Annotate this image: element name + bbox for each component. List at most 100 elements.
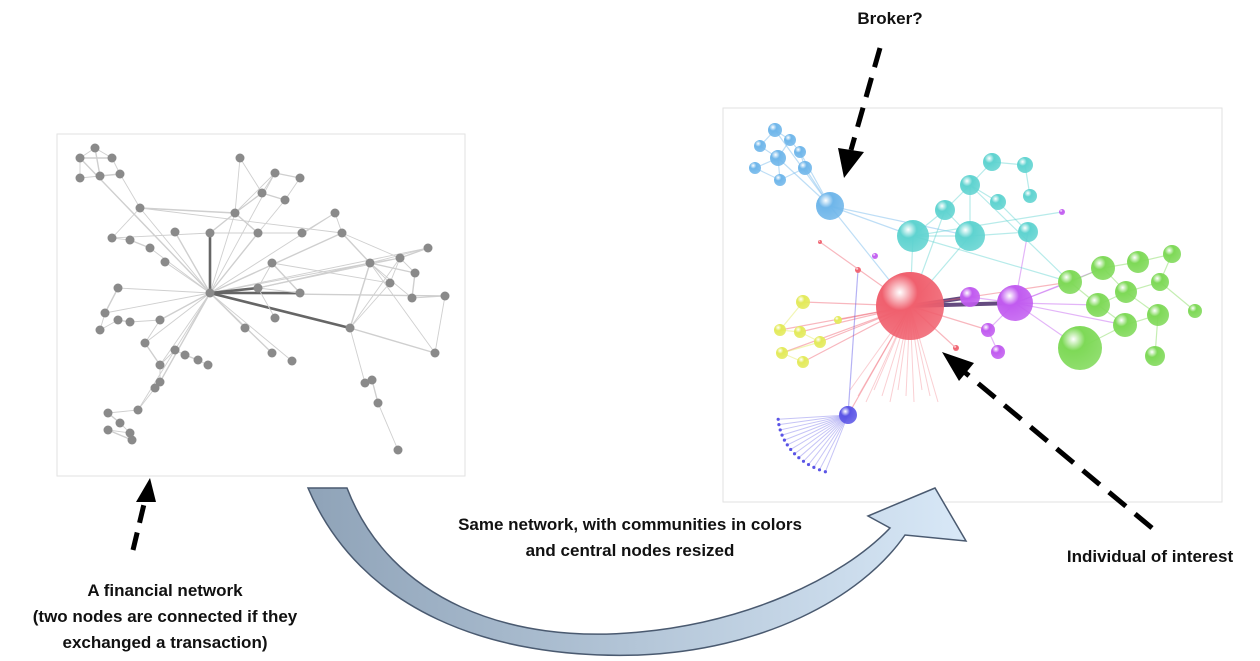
plain-node: [345, 323, 355, 333]
colored-node: [780, 433, 784, 437]
colored-node: [1113, 313, 1137, 337]
plain-edge: [234, 212, 259, 234]
plain-node: [170, 227, 180, 237]
plain-edge: [209, 291, 351, 330]
plain-node: [270, 168, 280, 178]
colored-node: [981, 323, 995, 337]
colored-node: [1023, 189, 1037, 203]
plain-edge: [139, 207, 211, 294]
colored-node: [818, 240, 822, 244]
plain-edge: [341, 232, 371, 264]
colored-node: [798, 161, 812, 175]
plain-node: [95, 325, 105, 335]
colored-node: [806, 462, 811, 467]
plain-edge: [209, 232, 259, 294]
broker-pointer-arrow: [838, 47, 883, 178]
colored-edge: [781, 341, 821, 354]
plain-node: [127, 435, 137, 445]
colored-edge: [784, 414, 849, 441]
individual-label-text: Individual of interest: [1066, 547, 1234, 566]
plain-edge: [209, 212, 236, 234]
plain-node: [235, 153, 245, 163]
plain-edge: [257, 287, 301, 294]
colored-node: [897, 220, 929, 252]
colored-node: [778, 428, 782, 432]
plain-node: [205, 288, 215, 298]
plain-node: [270, 313, 280, 323]
colored-edge: [847, 269, 859, 416]
colored-node: [770, 150, 786, 166]
colored-edge: [819, 414, 849, 471]
plain-edge: [257, 262, 273, 289]
plain-node: [287, 356, 297, 366]
plain-edge: [117, 287, 211, 294]
plain-node: [203, 360, 213, 370]
plain-edge: [234, 157, 241, 214]
plain-edge: [94, 147, 101, 177]
colored-edge: [780, 414, 849, 431]
plain-node: [410, 268, 420, 278]
plain-node: [385, 278, 395, 288]
colored-edge: [781, 414, 849, 436]
plain-node: [103, 408, 113, 418]
colored-node: [792, 452, 797, 456]
plain-node: [193, 355, 203, 365]
plain-edge: [209, 286, 259, 295]
colored-node: [876, 272, 944, 340]
plain-node: [393, 445, 403, 455]
plain-edge: [164, 261, 211, 294]
financial-caption-line-2: (two nodes are connected if they: [32, 607, 298, 626]
plain-edge: [411, 295, 446, 299]
plain-node: [337, 228, 347, 238]
colored-node: [794, 326, 806, 338]
colored-node: [768, 123, 782, 137]
colored-node: [782, 438, 787, 442]
colored-node: [872, 253, 878, 259]
plain-node: [373, 398, 383, 408]
plain-node: [267, 348, 277, 358]
plain-node: [95, 171, 105, 181]
plain-edge: [104, 292, 211, 314]
plain-node: [205, 228, 215, 238]
plain-edge: [234, 172, 276, 214]
plain-node: [150, 383, 160, 393]
colored-node: [1145, 346, 1165, 366]
colored-edge: [829, 205, 971, 237]
financial-pointer-arrow: [130, 478, 156, 551]
colored-node: [776, 417, 780, 421]
plain-edge: [159, 292, 211, 366]
colored-node: [991, 345, 1005, 359]
colored-node: [1115, 281, 1137, 303]
colored-edge: [778, 414, 849, 426]
colored-node: [1127, 251, 1149, 273]
colored-network-panel: [722, 107, 1223, 503]
plain-edge: [399, 247, 429, 259]
plain-node: [140, 338, 150, 348]
plain-edge: [349, 327, 436, 354]
plain-node: [257, 188, 267, 198]
colored-node: [776, 347, 788, 359]
plain-node: [365, 258, 375, 268]
plain-node: [155, 315, 165, 325]
broker-label-text: Broker?: [857, 9, 923, 28]
plain-edge: [369, 262, 436, 354]
colored-edge: [794, 414, 849, 455]
plain-edge: [174, 231, 211, 294]
colored-edge: [803, 414, 849, 462]
colored-node: [1188, 304, 1202, 318]
colored-edge: [824, 414, 849, 472]
colored-node: [1151, 273, 1169, 291]
colored-edge: [912, 235, 1071, 283]
plain-node: [90, 143, 100, 153]
plain-node: [155, 360, 165, 370]
plain-node: [180, 350, 190, 360]
colored-edge: [1014, 302, 1126, 326]
plain-node: [125, 235, 135, 245]
plain-node: [360, 378, 370, 388]
plain-edge: [104, 287, 119, 314]
plain-edge: [209, 212, 336, 294]
colored-node: [785, 443, 789, 447]
colored-node: [801, 459, 806, 463]
transformation-caption-line-1: Same network, with communities in colors: [458, 515, 802, 534]
colored-node: [1059, 209, 1065, 215]
